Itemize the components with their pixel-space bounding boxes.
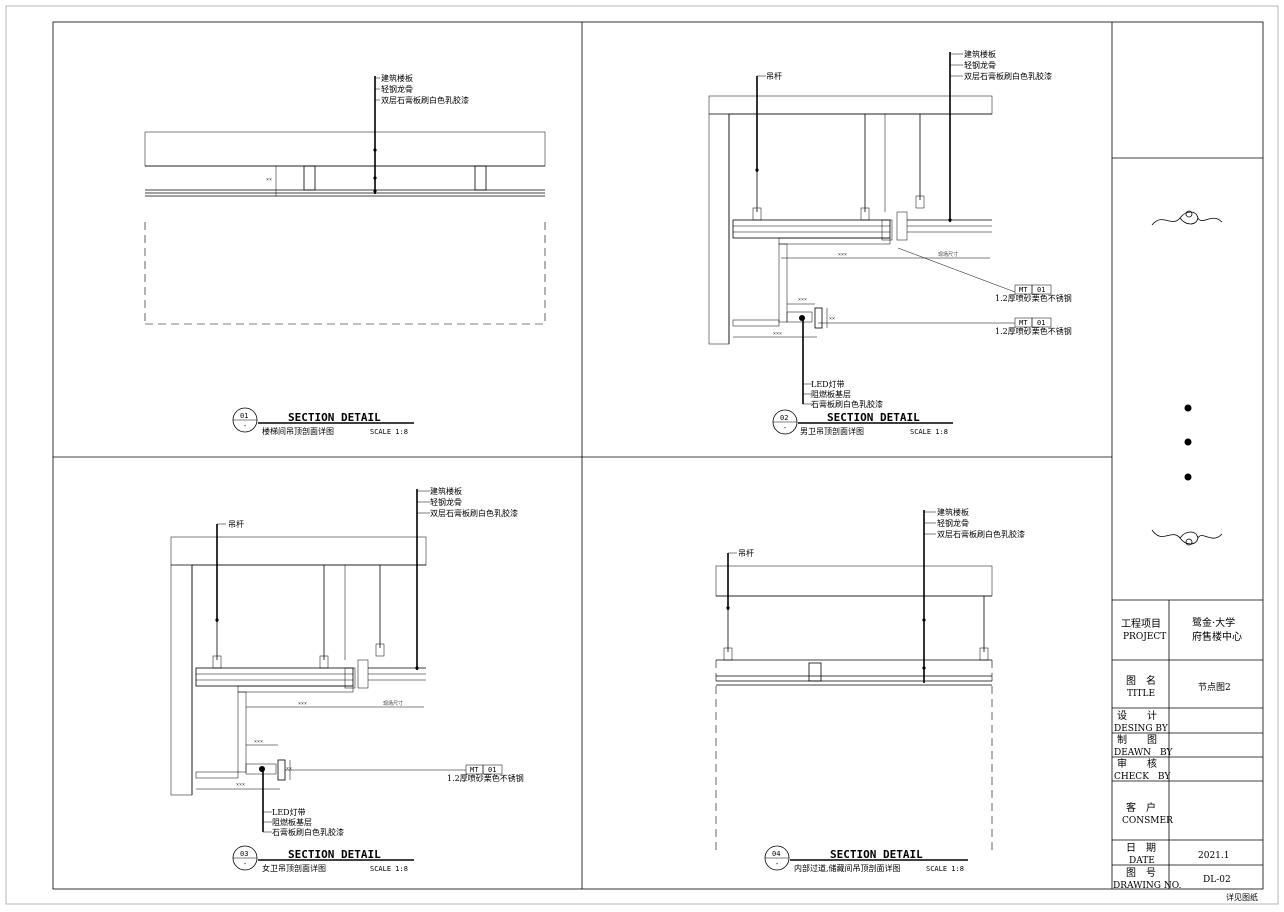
svg-text:02: 02 xyxy=(780,414,788,422)
svg-text:双层石膏板刷白色乳胶漆: 双层石膏板刷白色乳胶漆 xyxy=(937,529,1025,539)
svg-text:2021.1: 2021.1 xyxy=(1198,851,1230,861)
svg-text:审 核: 审 核 xyxy=(1117,757,1157,770)
detail-01: ×× 建筑楼板 轻钢龙骨 双层石膏板刷白色乳胶漆 01 - SECTION DE… xyxy=(144,73,546,436)
ornament-icon xyxy=(1151,529,1223,546)
svg-text:MT: MT xyxy=(1019,286,1028,294)
svg-text:SCALE 1:8: SCALE 1:8 xyxy=(910,428,948,436)
svg-text:节点图2: 节点图2 xyxy=(1198,682,1231,693)
svg-text:吊杆: 吊杆 xyxy=(738,548,754,558)
svg-text:LED灯带: LED灯带 xyxy=(811,379,845,389)
detail-scale: SCALE 1:8 xyxy=(370,428,408,436)
svg-text:日 期: 日 期 xyxy=(1126,842,1156,854)
svg-text:石膏板刷白色乳胶漆: 石膏板刷白色乳胶漆 xyxy=(272,827,344,837)
callout-label: 双层石膏板刷白色乳胶漆 xyxy=(381,95,469,105)
svg-text:建筑楼板: 建筑楼板 xyxy=(964,49,996,59)
bullet-dot-icon xyxy=(1184,438,1192,446)
svg-text:SECTION DETAIL: SECTION DETAIL xyxy=(288,848,381,861)
svg-text:阻燃板基层: 阻燃板基层 xyxy=(811,389,851,399)
svg-text:TITLE: TITLE xyxy=(1127,689,1155,699)
svg-text:-: - xyxy=(775,860,779,868)
svg-text:图 名: 图 名 xyxy=(1126,674,1156,687)
svg-text:轻钢龙骨: 轻钢龙骨 xyxy=(964,60,996,70)
svg-text:-: - xyxy=(243,422,247,430)
svg-text:CONSMER: CONSMER xyxy=(1122,816,1173,826)
svg-text:轻钢龙骨: 轻钢龙骨 xyxy=(937,518,969,528)
svg-text:内部过道,储藏间吊顶剖面详图: 内部过道,储藏间吊顶剖面详图 xyxy=(794,863,901,873)
svg-text:×××: ××× xyxy=(254,739,263,745)
svg-text:吊杆: 吊杆 xyxy=(228,519,244,529)
detail-02: ××× 现场尺寸 ××× ×× ××× 建筑楼板 轻钢龙骨 双层石膏板刷白色乳胶… xyxy=(708,49,1072,436)
svg-text:府售楼中心: 府售楼中心 xyxy=(1192,630,1242,643)
svg-text:×××: ××× xyxy=(298,701,307,707)
svg-text:双层石膏板刷白色乳胶漆: 双层石膏板刷白色乳胶漆 xyxy=(430,508,518,518)
outer-border xyxy=(5,5,1279,905)
svg-text:1.2厚喷砂栗色不锈钢: 1.2厚喷砂栗色不锈钢 xyxy=(995,293,1072,303)
svg-text:SECTION DETAIL: SECTION DETAIL xyxy=(830,848,923,861)
svg-text:客 户: 客 户 xyxy=(1126,801,1156,814)
callout-label: 轻钢龙骨 xyxy=(381,84,413,94)
title-block: 工程项目 PROJECT 鹭金·大学 府售楼中心 图 名 TITLE 节点图2 … xyxy=(1112,157,1263,891)
detail-04: 建筑楼板 轻钢龙骨 双层石膏板刷白色乳胶漆 吊杆 04 - SECTION DE… xyxy=(715,507,1025,873)
footer-note: 详见图纸 xyxy=(1226,892,1258,902)
svg-text:DL-02: DL-02 xyxy=(1203,875,1231,885)
bullet-dot-icon xyxy=(1184,404,1192,412)
svg-text:工程项目: 工程项目 xyxy=(1121,618,1161,630)
svg-text:01: 01 xyxy=(1037,286,1045,294)
svg-text:×××: ××× xyxy=(236,782,245,788)
svg-text:设 计: 设 计 xyxy=(1117,709,1157,722)
svg-text:DATE: DATE xyxy=(1129,856,1155,866)
svg-text:-: - xyxy=(783,424,787,432)
svg-text:制 图: 制 图 xyxy=(1117,733,1157,746)
callout-label: 建筑楼板 xyxy=(381,73,413,83)
ornament-icon xyxy=(1151,210,1223,226)
svg-text:PROJECT: PROJECT xyxy=(1123,632,1166,642)
svg-text:SECTION DETAIL: SECTION DETAIL xyxy=(827,411,920,424)
svg-text:××: ×× xyxy=(286,766,292,772)
hanger-label: 吊杆 xyxy=(766,71,782,81)
svg-text:SCALE 1:8: SCALE 1:8 xyxy=(926,865,964,873)
svg-text:现场尺寸: 现场尺寸 xyxy=(938,251,958,258)
svg-text:女卫吊顶剖面详图: 女卫吊顶剖面详图 xyxy=(262,863,326,873)
svg-text:×××: ××× xyxy=(798,297,807,303)
svg-text:建筑楼板: 建筑楼板 xyxy=(430,486,462,496)
svg-text:轻钢龙骨: 轻钢龙骨 xyxy=(430,497,462,507)
svg-text:现场尺寸: 现场尺寸 xyxy=(383,700,403,707)
svg-text:石膏板刷白色乳胶漆: 石膏板刷白色乳胶漆 xyxy=(811,399,883,409)
svg-text:01: 01 xyxy=(1037,319,1045,327)
svg-text:DRAWING NO.: DRAWING NO. xyxy=(1113,881,1182,891)
svg-text:CHECK BY: CHECK BY xyxy=(1114,772,1171,782)
svg-text:-: - xyxy=(243,860,247,868)
svg-text:建筑楼板: 建筑楼板 xyxy=(937,507,969,517)
svg-text:鹭金·大学: 鹭金·大学 xyxy=(1192,616,1235,629)
detail-title: SECTION DETAIL xyxy=(288,411,381,424)
svg-text:图 号: 图 号 xyxy=(1126,867,1156,879)
svg-text:04: 04 xyxy=(772,850,780,858)
detail-caption: 楼梯间吊顶剖面详图 xyxy=(262,426,334,436)
svg-text:MT: MT xyxy=(470,766,479,774)
svg-text:双层石膏板刷白色乳胶漆: 双层石膏板刷白色乳胶漆 xyxy=(964,71,1052,81)
svg-text:×××: ××× xyxy=(838,252,847,258)
svg-text:1.2厚喷砂栗色不锈钢: 1.2厚喷砂栗色不锈钢 xyxy=(995,326,1072,336)
svg-text:SCALE 1:8: SCALE 1:8 xyxy=(370,865,408,873)
svg-text:男卫吊顶剖面详图: 男卫吊顶剖面详图 xyxy=(800,426,864,436)
svg-text:03: 03 xyxy=(240,850,248,858)
svg-text:1.2厚喷砂栗色不锈钢: 1.2厚喷砂栗色不锈钢 xyxy=(447,773,524,783)
drawing-frame xyxy=(52,21,1264,890)
svg-text:MT: MT xyxy=(1019,319,1028,327)
svg-text:01: 01 xyxy=(488,766,496,774)
detail-03: ××× 现场尺寸 ××× ×× ××× 建筑楼板 轻钢龙骨 双层石膏板刷白色乳胶… xyxy=(170,486,524,873)
svg-text:LED灯带: LED灯带 xyxy=(272,807,306,817)
svg-text:阻燃板基层: 阻燃板基层 xyxy=(272,817,312,827)
svg-text:DEAWN BY: DEAWN BY xyxy=(1114,748,1174,758)
dimension-text: ×× xyxy=(266,177,272,183)
svg-text:××: ×× xyxy=(829,316,835,322)
svg-text:×××: ××× xyxy=(773,331,782,337)
detail-number: 01 xyxy=(240,412,248,420)
bullet-dot-icon xyxy=(1184,473,1192,481)
svg-text:DESING BY: DESING BY xyxy=(1114,724,1169,734)
